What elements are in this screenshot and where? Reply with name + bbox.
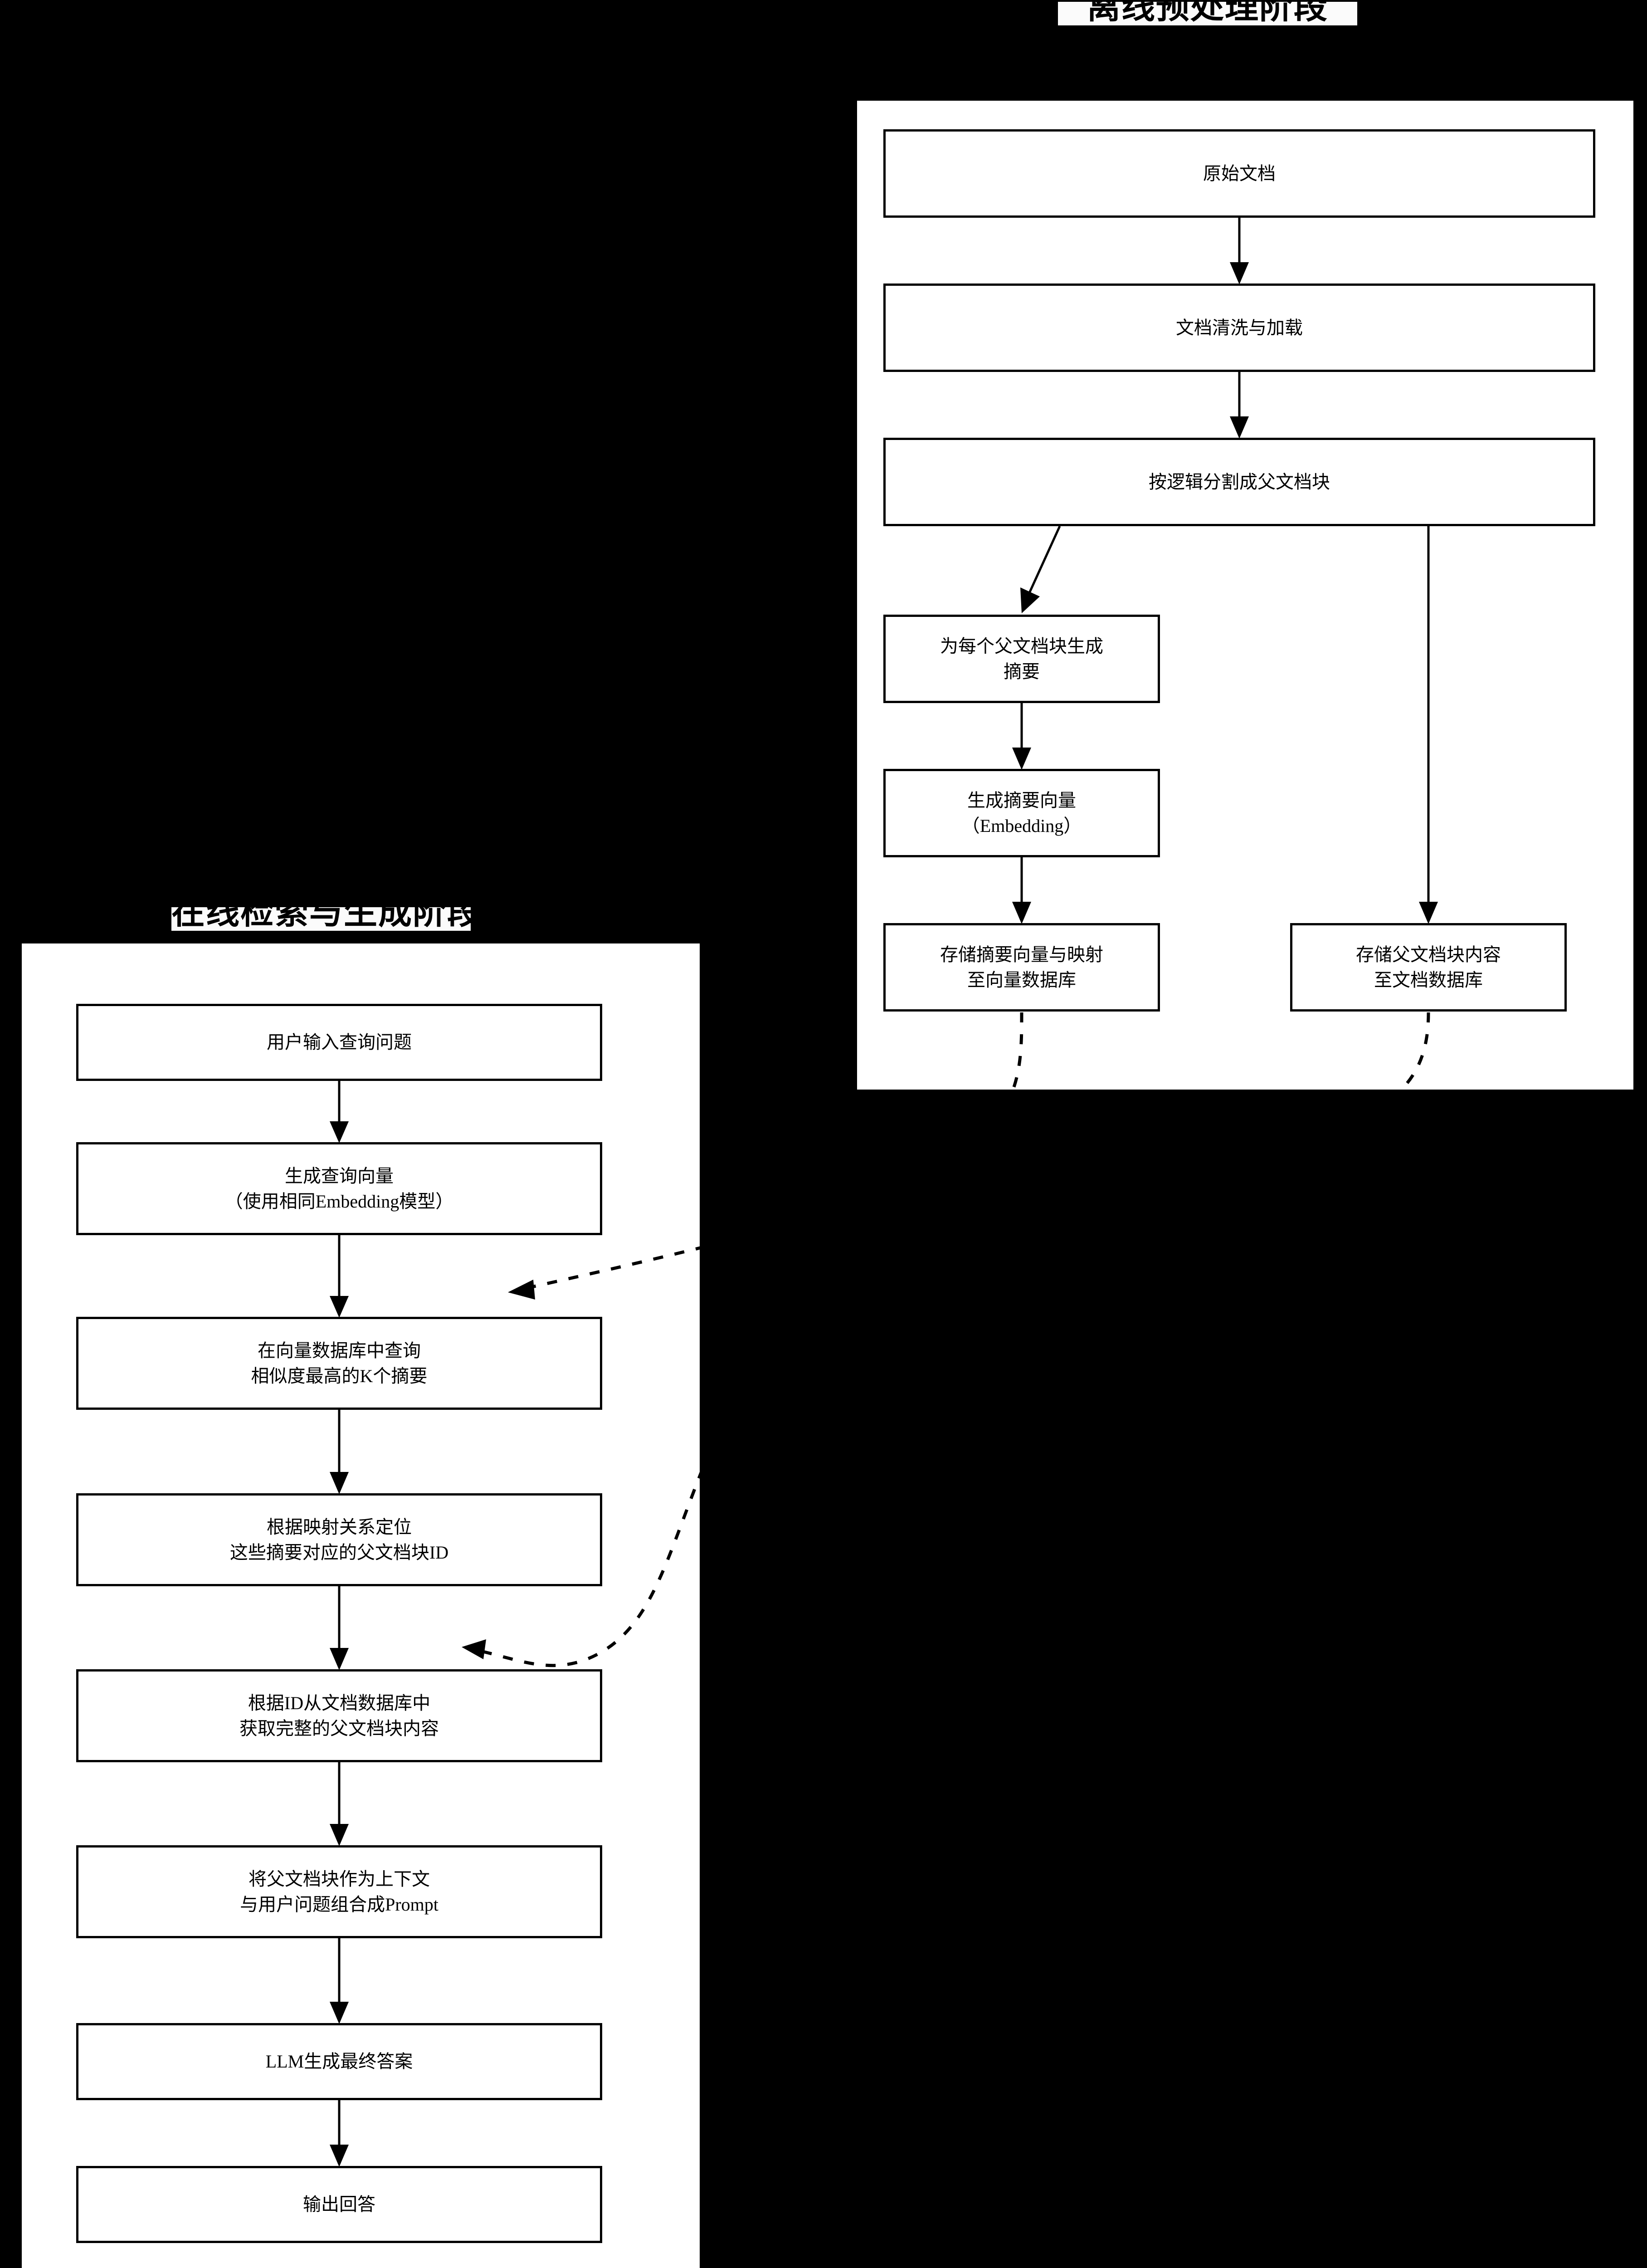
node-vector-search-line-0: 在向量数据库中查询 [257, 1340, 421, 1361]
node-gen-summary-line-1: 摘要 [1004, 661, 1040, 682]
cluster-title-offline-text: 离线预处理阶段 [1087, 2, 1328, 25]
node-gen-embedding-line-0: 生成摘要向量 [967, 790, 1076, 811]
node-query-embedding-line-0: 生成查询向量 [284, 1166, 394, 1187]
node-query-embedding-line-1: （使用相同Embedding模型） [224, 1191, 454, 1212]
node-gen-summary-line-0: 为每个父文档块生成 [940, 636, 1103, 657]
node-raw-doc[interactable]: 原始文档 [883, 129, 1595, 218]
node-map-parent-id[interactable]: 根据映射关系定位 这些摘要对应的父文档块ID [76, 1493, 602, 1586]
node-llm-generate-line-0: LLM生成最终答案 [265, 2051, 413, 2072]
cluster-title-online-text: 在线检索与生成阶段 [171, 907, 471, 931]
node-clean-load-line-0: 文档清洗与加载 [1176, 317, 1303, 338]
node-llm-generate[interactable]: LLM生成最终答案 [76, 2023, 602, 2100]
node-store-vector-db[interactable]: 存储摘要向量与映射 至向量数据库 [883, 923, 1160, 1012]
node-store-vector-db-line-1: 至向量数据库 [967, 969, 1076, 990]
node-raw-doc-line-0: 原始文档 [1203, 163, 1276, 184]
node-gen-summary[interactable]: 为每个父文档块生成 摘要 [883, 615, 1160, 703]
node-user-query[interactable]: 用户输入查询问题 [76, 1004, 602, 1081]
node-gen-embedding[interactable]: 生成摘要向量 （Embedding） [883, 769, 1160, 857]
node-fetch-parent-line-1: 获取完整的父文档块内容 [239, 1718, 439, 1739]
cluster-title-offline: 离线预处理阶段 [1058, 2, 1357, 25]
node-gen-embedding-line-1: （Embedding） [961, 815, 1082, 836]
node-vector-search-line-1: 相似度最高的K个摘要 [251, 1365, 428, 1386]
node-output-answer[interactable]: 输出回答 [76, 2166, 602, 2243]
node-store-vector-db-line-0: 存储摘要向量与映射 [940, 944, 1103, 965]
node-store-doc-db[interactable]: 存储父文档块内容 至文档数据库 [1290, 923, 1567, 1012]
node-fetch-parent-line-0: 根据ID从文档数据库中 [248, 1693, 431, 1714]
node-split-parent-line-0: 按逻辑分割成父文档块 [1149, 471, 1330, 492]
node-query-embedding[interactable]: 生成查询向量 （使用相同Embedding模型） [76, 1142, 602, 1235]
node-store-doc-db-line-0: 存储父文档块内容 [1356, 944, 1501, 965]
cluster-title-online: 在线检索与生成阶段 [171, 907, 471, 931]
node-build-prompt-line-1: 与用户问题组合成Prompt [240, 1894, 439, 1915]
node-user-query-line-0: 用户输入查询问题 [267, 1032, 412, 1053]
node-map-parent-id-line-0: 根据映射关系定位 [267, 1517, 412, 1538]
node-build-prompt[interactable]: 将父文档块作为上下文 与用户问题组合成Prompt [76, 1845, 602, 1938]
node-split-parent[interactable]: 按逻辑分割成父文档块 [883, 438, 1595, 526]
node-build-prompt-line-0: 将父文档块作为上下文 [248, 1869, 430, 1890]
node-map-parent-id-line-1: 这些摘要对应的父文档块ID [229, 1542, 449, 1563]
node-vector-search[interactable]: 在向量数据库中查询 相似度最高的K个摘要 [76, 1317, 602, 1410]
node-output-answer-line-0: 输出回答 [303, 2194, 375, 2215]
node-store-doc-db-line-1: 至文档数据库 [1374, 969, 1483, 990]
node-clean-load[interactable]: 文档清洗与加载 [883, 284, 1595, 372]
node-fetch-parent[interactable]: 根据ID从文档数据库中 获取完整的父文档块内容 [76, 1669, 602, 1762]
